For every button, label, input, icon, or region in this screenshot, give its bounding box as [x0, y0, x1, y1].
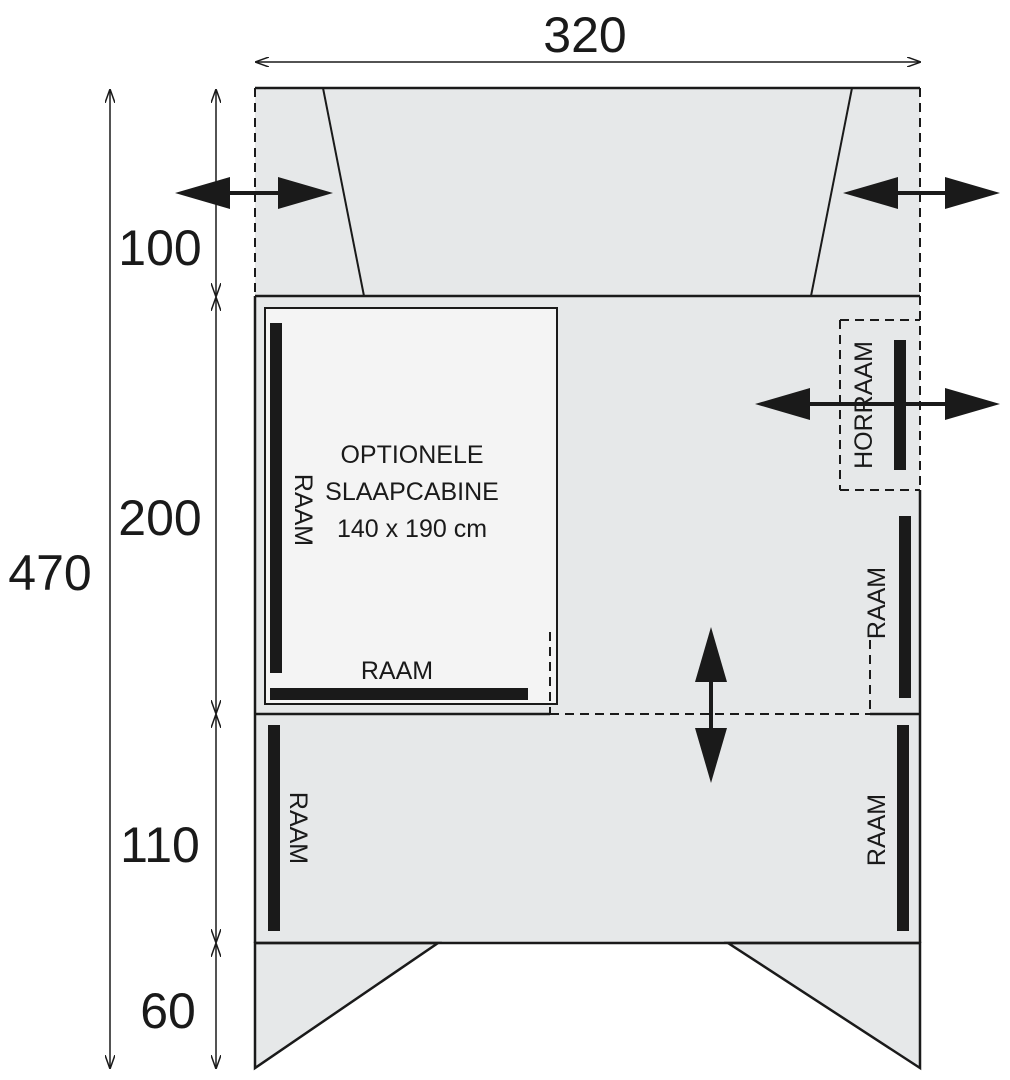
cabin-window-bottom: [270, 688, 528, 700]
cabin-title-line1: OPTIONELE: [340, 441, 483, 469]
double-arrow-icon: [843, 177, 1000, 209]
total-width-label: 320: [543, 7, 626, 63]
depth-label-60: 60: [140, 983, 196, 1039]
depth-label-100: 100: [118, 220, 201, 276]
cabin-window-left-label: RAAM: [289, 474, 317, 546]
double-arrow-icon: [755, 388, 1000, 420]
entrance-arrows: [175, 177, 1000, 783]
depth-label-200: 200: [118, 490, 201, 546]
right-wing: [723, 941, 922, 1071]
outline: [253, 86, 922, 945]
sleeping-cabin: OPTIONELE SLAAPCABINE 140 x 190 cm RAAM …: [264, 307, 558, 714]
right-window-main: [899, 516, 911, 698]
dimension-lines: [110, 62, 920, 1068]
cabin-area: [264, 307, 558, 705]
cabin-size: 140 x 190 cm: [337, 515, 487, 543]
canopy-section: [255, 88, 920, 296]
cabin-window-bottom-label: RAAM: [361, 657, 433, 685]
cabin-window-left: [270, 323, 282, 673]
cabin-title-line2: SLAAPCABINE: [325, 478, 499, 506]
double-arrow-vertical-icon: [695, 627, 727, 783]
right-window-main-label: RAAM: [863, 567, 891, 639]
rear-section: [255, 714, 920, 943]
left-window-rear: [268, 725, 280, 931]
total-depth-label: 470: [8, 545, 91, 601]
depth-label-110: 110: [120, 817, 200, 873]
dimension-labels: 320 470 100 200 110 60: [8, 7, 626, 1039]
left-wing: [253, 941, 443, 1071]
right-window-rear-label: RAAM: [863, 794, 891, 866]
left-window-rear-label: RAAM: [284, 792, 312, 864]
right-window-rear: [897, 725, 909, 931]
